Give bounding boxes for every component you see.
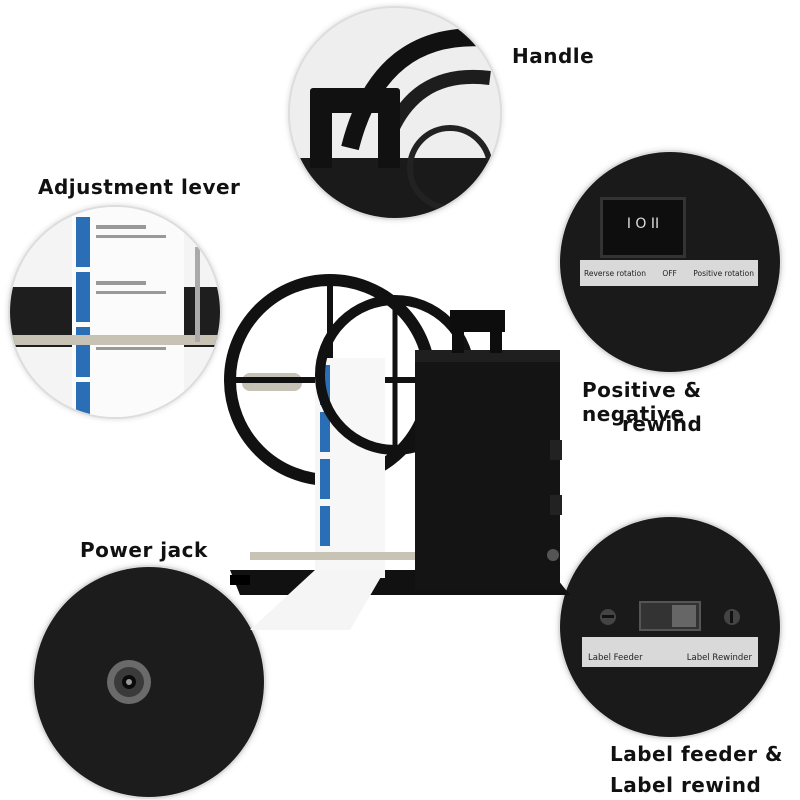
callout-direction-line1: Positive & negative <box>582 378 702 426</box>
callout-handle: Handle <box>512 44 595 68</box>
label-rewinder-machine <box>224 274 570 630</box>
handle-detail-circle <box>288 6 502 220</box>
callout-direction-line2: rewind <box>622 412 703 436</box>
mode-switch-detail-circle: Label Feeder Label Rewinder <box>558 515 782 739</box>
adjustment-lever-detail-circle <box>8 205 222 419</box>
label-rewinder: Label Rewinder <box>686 653 752 663</box>
switch-label-plate: Reverse rotation OFF Positive rotation <box>580 260 758 286</box>
label-positive-rotation: Positive rotation <box>693 268 754 278</box>
label-off: OFF <box>662 268 677 278</box>
callout-power-jack: Power jack <box>80 538 208 562</box>
label-feeder: Label Feeder <box>588 653 643 663</box>
direction-switch-detail-circle: I O II Reverse rotation OFF Positive rot… <box>558 150 782 374</box>
rocker-switch[interactable]: I O II <box>600 197 686 258</box>
callout-adjustment-lever: Adjustment lever <box>38 175 241 199</box>
label-reverse-rotation: Reverse rotation <box>584 268 646 278</box>
callout-mode-line1: Label feeder & <box>610 742 783 766</box>
callout-mode-line2: Label rewind <box>610 773 762 797</box>
power-jack-detail-circle <box>32 565 266 799</box>
mode-label-plate: Label Feeder Label Rewinder <box>582 637 758 667</box>
rocker-switch-symbols: I O II <box>626 216 660 232</box>
